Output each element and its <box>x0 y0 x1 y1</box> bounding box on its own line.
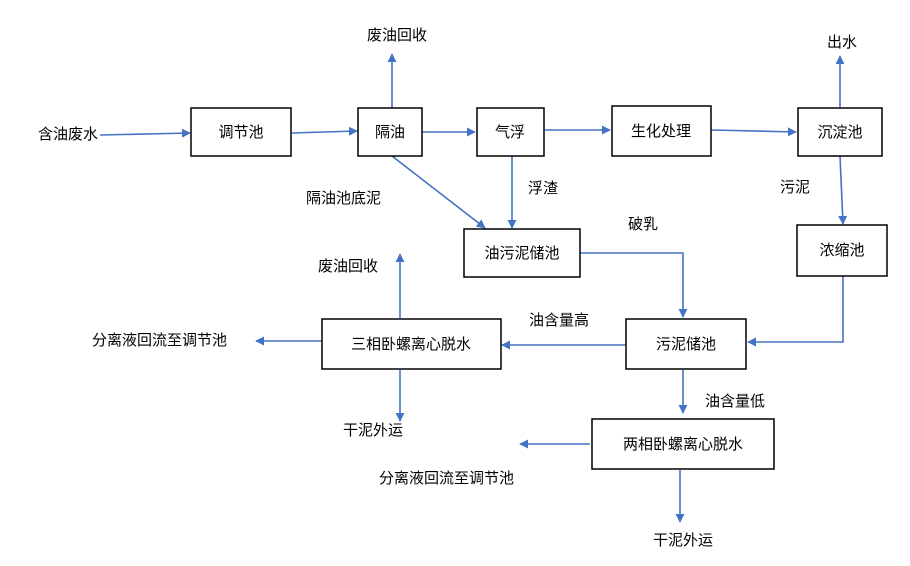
label-dry-sludge-bottom: 干泥外运 <box>653 531 713 549</box>
edge-adjust-to-oil-separation <box>291 126 358 136</box>
label-oily-wastewater: 含油废水 <box>38 125 98 143</box>
node-oil-separation-label: 隔油 <box>375 123 405 141</box>
label-waste-oil-recovery-mid: 废油回收 <box>318 257 378 275</box>
node-adjust-tank-label: 调节池 <box>218 123 263 141</box>
label-float-scum: 浮渣 <box>528 179 558 197</box>
node-air-flotation-box <box>476 107 545 157</box>
label-demulsify: 破乳 <box>628 215 658 233</box>
node-thickening-tank-box <box>796 224 888 277</box>
edge-thickening-to-sludge-tank <box>747 276 844 347</box>
label-waste-oil-recovery-top: 废油回收 <box>367 26 427 44</box>
node-biochem: 生化处理 <box>611 105 712 157</box>
node-three-phase-centrifuge-label: 三相卧螺离心脱水 <box>351 335 471 353</box>
node-biochem-label: 生化处理 <box>631 122 691 140</box>
node-air-flotation-label: 气浮 <box>495 123 525 141</box>
edge-oily-sludge-to-sludge-tank <box>580 252 688 318</box>
labels: 含油废水 废油回收 出水 隔油池底泥 浮渣 污泥 破乳 废油回收 油含量高 油含… <box>38 26 857 549</box>
node-sedimentation: 沉淀池 <box>797 107 883 157</box>
node-sedimentation-label: 沉淀池 <box>817 123 862 141</box>
node-adjust-tank: 调节池 <box>190 107 292 157</box>
node-sludge-tank-label: 污泥储池 <box>656 335 716 353</box>
label-water-out: 出水 <box>827 33 857 51</box>
node-biochem-box <box>611 105 712 157</box>
edge-sedimentation-to-thickening <box>838 155 848 225</box>
edge-biochem-to-sedimentation <box>710 127 797 137</box>
node-three-phase-centrifuge: 三相卧螺离心脱水 <box>321 318 502 370</box>
node-thickening-tank: 浓缩池 <box>796 224 888 277</box>
label-liquid-return-left: 分离液回流至调节池 <box>92 331 227 349</box>
node-oily-sludge-tank-box <box>463 228 581 278</box>
node-oily-sludge-tank-label: 油污泥储池 <box>484 244 559 262</box>
node-three-phase-centrifuge-box <box>321 318 502 370</box>
edge-input-to-adjust <box>99 128 191 138</box>
label-high-oil-content: 油含量高 <box>529 311 589 329</box>
node-sludge-tank-box <box>625 318 747 370</box>
node-oil-separation-box <box>357 107 423 157</box>
edge-oil-separation-to-oily-sludge <box>391 155 486 229</box>
node-two-phase-centrifuge-label: 两相卧螺离心脱水 <box>623 435 743 453</box>
label-sludge: 污泥 <box>780 178 810 196</box>
node-adjust-tank-box <box>190 107 292 157</box>
label-separator-bottom-sludge: 隔油池底泥 <box>306 189 381 207</box>
node-oil-separation: 隔油 <box>357 107 423 157</box>
label-liquid-return-bottom: 分离液回流至调节池 <box>379 469 514 487</box>
node-two-phase-centrifuge: 两相卧螺离心脱水 <box>591 418 775 470</box>
node-thickening-tank-label: 浓缩池 <box>819 241 864 259</box>
edges <box>99 53 848 523</box>
label-low-oil-content: 油含量低 <box>705 392 765 410</box>
node-two-phase-centrifuge-box <box>591 418 775 470</box>
node-air-flotation: 气浮 <box>476 107 545 157</box>
node-sludge-tank: 污泥储池 <box>625 318 747 370</box>
label-dry-sludge-left: 干泥外运 <box>343 421 403 439</box>
node-oily-sludge-tank: 油污泥储池 <box>463 228 581 278</box>
node-sedimentation-box <box>797 107 883 157</box>
